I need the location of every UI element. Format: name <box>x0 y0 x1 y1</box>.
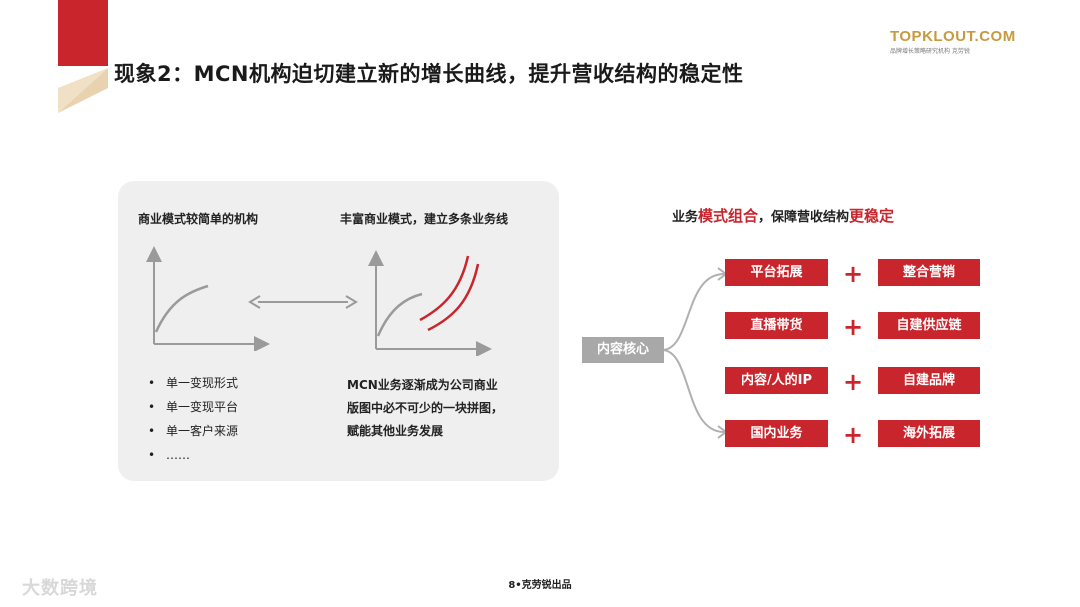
business-tag-domestic: 国内业务 <box>725 420 828 447</box>
combo-title-middle: ，保障营收结构 <box>758 210 850 225</box>
business-tag-overseas: 海外拓展 <box>878 420 980 447</box>
list-item: …… <box>148 446 238 470</box>
rich-model-description: MCN业务逐渐成为公司商业 版图中必不可少的一块拼图， 赋能其他业务发展 <box>347 374 503 443</box>
plus-icon: + <box>843 313 864 341</box>
content-core-box: 内容核心 <box>582 337 664 363</box>
growth-curve-multi <box>368 250 492 356</box>
growth-curve-single <box>146 246 270 351</box>
combo-title-highlight-1: 模式组合 <box>698 207 759 225</box>
page-footer: 8•克劳锐出品 <box>508 580 572 591</box>
combo-title-highlight-2: 更稳定 <box>849 207 895 225</box>
business-tag-live-commerce: 直播带货 <box>725 312 828 339</box>
business-tag-own-brand: 自建品牌 <box>878 367 980 394</box>
list-item: 单一变现平台 <box>148 398 238 422</box>
business-tag-supply-chain: 自建供应链 <box>878 312 980 339</box>
page-title: 现象2：MCN机构迫切建立新的增长曲线，提升营收结构的稳定性 <box>114 62 744 86</box>
business-tag-marketing: 整合营销 <box>878 259 980 286</box>
plus-icon: + <box>843 421 864 449</box>
description-line: 赋能其他业务发展 <box>347 424 444 438</box>
plus-icon: + <box>843 260 864 288</box>
list-item: 单一变现形式 <box>148 374 238 398</box>
combo-title: 业务模式组合，保障营收结构更稳定 <box>672 205 894 226</box>
combo-title-prefix: 业务 <box>672 210 699 225</box>
description-line: 版图中必不可少的一块拼图， <box>347 401 504 415</box>
description-line: MCN业务逐渐成为公司商业 <box>347 378 498 392</box>
business-tag-platform: 平台拓展 <box>725 259 828 286</box>
list-item: 单一客户来源 <box>148 422 238 446</box>
brand-name: TOPKLOUT.COM <box>890 28 1016 45</box>
brand-logo: TOPKLOUT.COM 品牌增长策略研究机构 克劳锐 <box>890 28 1020 55</box>
transition-arrow <box>248 295 358 309</box>
decor-beige-triangle <box>58 68 108 113</box>
heading-simple-model: 商业模式较简单的机构 <box>138 212 259 226</box>
branch-connector <box>662 267 728 439</box>
watermark: 大数跨境 <box>22 578 98 599</box>
brand-subtitle: 品牌增长策略研究机构 克劳锐 <box>890 48 970 55</box>
heading-rich-model: 丰富商业模式，建立多条业务线 <box>340 212 509 226</box>
business-tag-ip: 内容/人的IP <box>725 367 828 394</box>
decor-red-block <box>58 0 108 66</box>
simple-model-list: 单一变现形式 单一变现平台 单一客户来源 …… <box>148 374 238 470</box>
plus-icon: + <box>843 368 864 396</box>
